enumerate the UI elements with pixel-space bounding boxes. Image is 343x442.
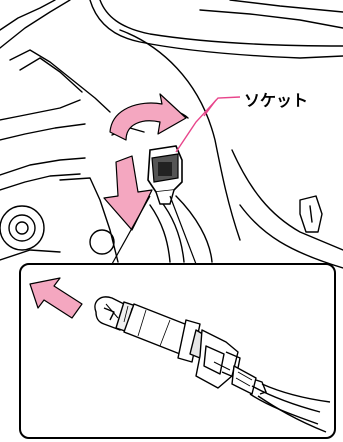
rotate-arrow-icon — [110, 94, 186, 140]
detail-inset — [20, 264, 335, 438]
socket-callout-label: ソケット — [244, 87, 308, 111]
pull-down-arrow-icon — [104, 156, 152, 230]
vehicle-body-line-art — [0, 0, 343, 268]
callout-leader-line — [176, 97, 240, 152]
socket — [148, 146, 182, 204]
